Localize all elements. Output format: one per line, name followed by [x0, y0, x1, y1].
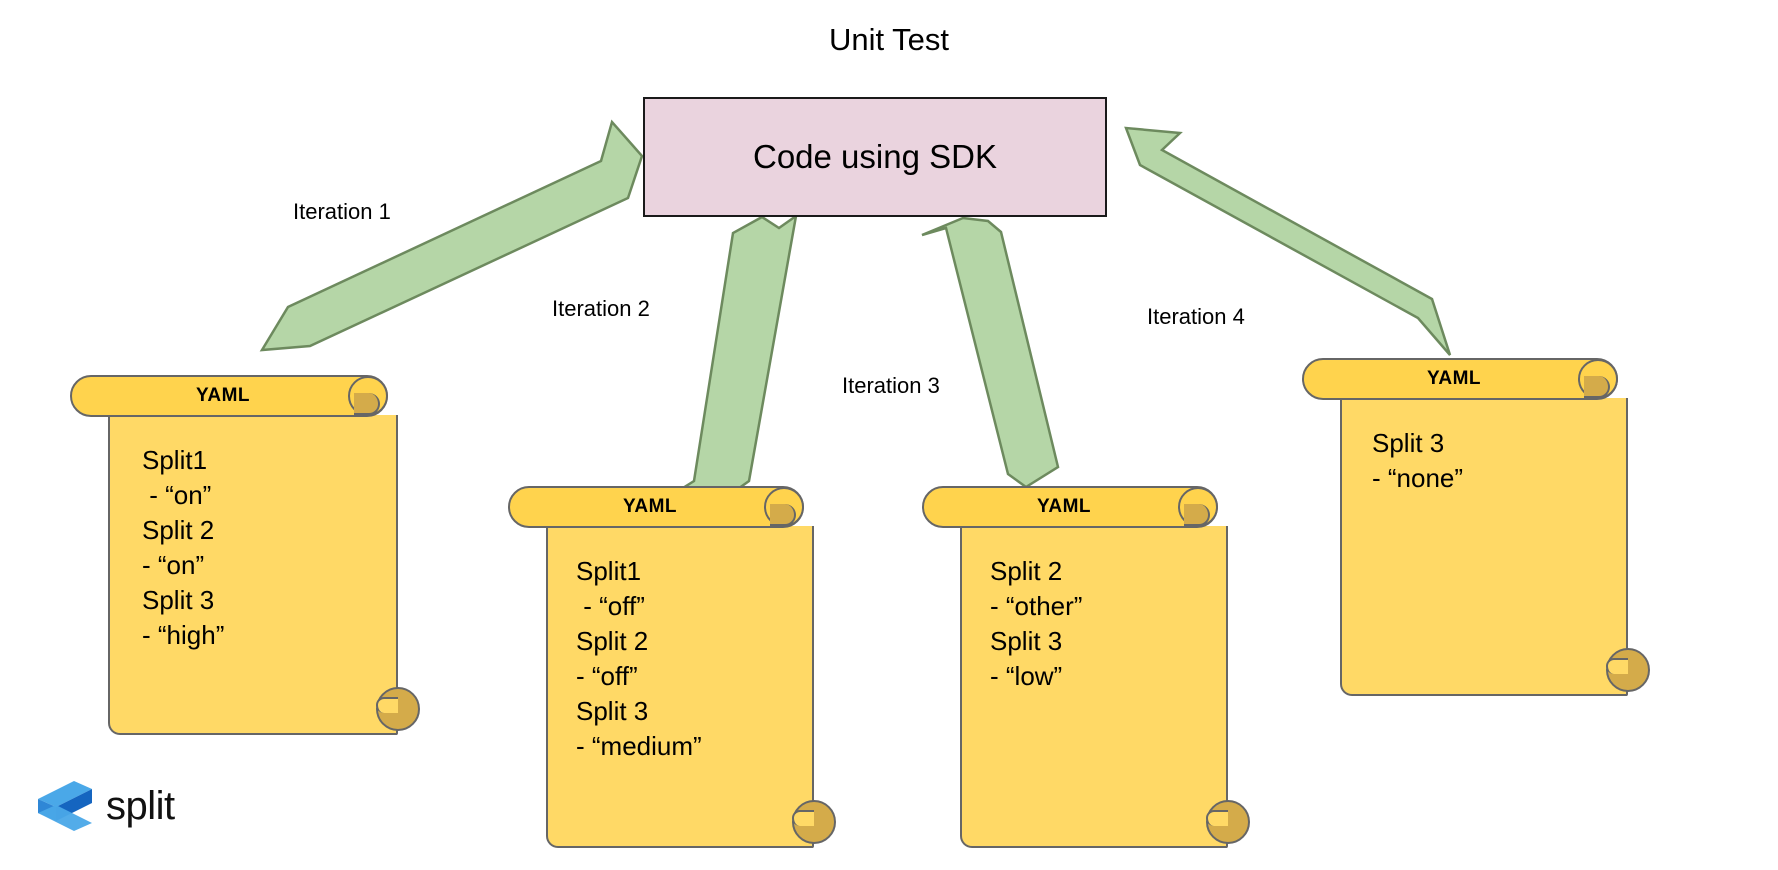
split-logo: split [34, 775, 204, 837]
yaml-document-1-header: YAML [70, 375, 388, 417]
yaml-document-2-header: YAML [508, 486, 804, 528]
edge-label-iteration-1: Iteration 1 [293, 199, 391, 224]
yaml-document-1[interactable]: YAML Split1 - “on” Split 2 - “on” Split … [60, 375, 420, 750]
yaml-document-4-top-curl-inner [1584, 376, 1610, 398]
code-using-sdk-node[interactable]: Code using SDK [643, 97, 1107, 217]
yaml-document-4-body [1340, 398, 1628, 696]
yaml-document-2[interactable]: YAML Split1 - “off” Split 2 - “off” Spli… [498, 486, 836, 861]
split-logo-wordmark: split [106, 784, 175, 828]
yaml-document-4[interactable]: YAML Split 3 - “none” [1292, 358, 1650, 733]
yaml-document-1-body [108, 415, 398, 735]
yaml-document-4-bottom-curl-inner [1606, 658, 1628, 674]
arrow-iteration-3 [921, 216, 1060, 489]
yaml-document-4-header: YAML [1302, 358, 1618, 400]
page-title: Unit Test [828, 22, 950, 57]
yaml-document-4-text: Split 3 - “none” [1372, 428, 1464, 493]
yaml-document-3-bottom-curl-inner [1206, 810, 1228, 826]
yaml-document-2-top-curl-inner [770, 504, 796, 526]
edge-label-iteration-3: Iteration 3 [842, 373, 940, 398]
yaml-document-3-header: YAML [922, 486, 1218, 528]
yaml-document-1-top-curl-inner [354, 393, 380, 415]
yaml-document-2-text: Split1 - “off” Split 2 - “off” Split 3 -… [576, 556, 702, 761]
edge-label-iteration-2: Iteration 2 [552, 296, 650, 321]
yaml-document-1-bottom-curl-inner [376, 697, 398, 713]
yaml-document-3-title: YAML [1036, 496, 1092, 517]
yaml-document-4-title: YAML [1426, 368, 1482, 389]
yaml-document-1-text: Split1 - “on” Split 2 - “on” Split 3 - “… [142, 445, 225, 650]
yaml-document-3-body [960, 526, 1228, 848]
yaml-document-2-bottom-curl-inner [792, 810, 814, 826]
yaml-document-3-text: Split 2 - “other” Split 3 - “low” [990, 556, 1083, 691]
yaml-document-3-top-curl-inner [1184, 504, 1210, 526]
yaml-document-3[interactable]: YAML Split 2 - “other” Split 3 - “low” [912, 486, 1250, 861]
yaml-document-2-body [546, 526, 814, 848]
arrow-iteration-2 [648, 213, 798, 523]
split-logo-mark [38, 781, 92, 831]
yaml-document-1-title: YAML [195, 385, 251, 406]
edge-label-iteration-4: Iteration 4 [1147, 304, 1245, 329]
yaml-document-2-title: YAML [622, 496, 678, 517]
code-using-sdk-label: Code using SDK [753, 138, 997, 175]
